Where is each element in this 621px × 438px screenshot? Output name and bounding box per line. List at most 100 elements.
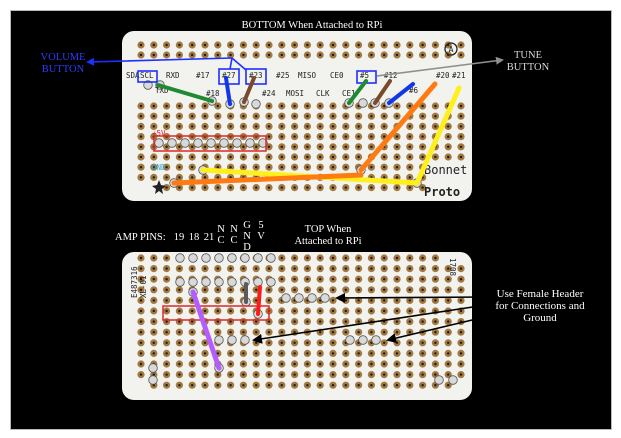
pad-hole (421, 43, 424, 47)
pad-hole (383, 186, 386, 189)
pad-hole (165, 267, 168, 270)
pad-hole (408, 125, 411, 128)
pad-hole (178, 104, 181, 108)
pad-hole (421, 288, 424, 291)
pad-hole (255, 341, 258, 344)
pad-hole (395, 362, 399, 366)
top-board-pcb (122, 252, 472, 400)
pad-hole (383, 115, 386, 118)
pad-hole (357, 155, 360, 159)
pad-hole (408, 320, 411, 323)
pad-hole (203, 125, 207, 128)
pad-hole (191, 186, 194, 189)
pad-hole (178, 362, 181, 366)
pad-hole (383, 384, 386, 387)
header-pad (167, 138, 177, 148)
pad-hole (255, 331, 258, 334)
pad-hole (139, 341, 143, 344)
pad-hole (242, 320, 245, 323)
pad-hole (434, 373, 437, 376)
amp-pin-gnd: G N D (243, 220, 251, 253)
pad-hole (165, 309, 168, 313)
pad-hole (280, 384, 283, 387)
green-wire-left (156, 83, 214, 103)
pad-hole (152, 104, 155, 108)
pad-hole (242, 155, 245, 159)
pad-hole (331, 115, 335, 118)
pad-hole (216, 166, 219, 169)
pad-hole (344, 309, 347, 313)
pad-hole (191, 299, 194, 302)
silk-p27: #27 (222, 71, 236, 80)
pad-hole (421, 362, 424, 366)
pad-hole (216, 176, 219, 179)
pad-hole (395, 288, 399, 291)
pad-hole (178, 288, 181, 291)
silk-clk: CLK (316, 89, 330, 98)
silk-p5: #5 (360, 71, 369, 80)
pad-hole (459, 115, 463, 118)
pad-hole (178, 309, 181, 313)
top-board: E487316 XL-01 1708 (122, 252, 472, 400)
pad-hole (408, 166, 411, 169)
pad-hole (216, 186, 219, 189)
pad-hole (459, 43, 463, 47)
pad-hole (229, 299, 232, 302)
pad-hole (319, 373, 322, 376)
pad-hole (383, 309, 386, 313)
pad-hole (229, 155, 232, 159)
pad-hole (203, 43, 207, 47)
pad-hole (357, 135, 360, 138)
pad-hole (216, 115, 219, 118)
pad-hole (255, 145, 258, 148)
p27-highlight-box (218, 68, 240, 85)
pad-hole (306, 352, 309, 355)
pad-hole (434, 288, 437, 291)
header-pad (358, 98, 368, 108)
pad-hole (191, 166, 194, 169)
pad-hole (152, 288, 155, 291)
pad-hole (152, 278, 155, 281)
pad-hole (216, 331, 219, 334)
silk-gnd: GND (152, 163, 166, 172)
pad-hole (152, 267, 155, 270)
pad-hole (293, 115, 296, 118)
pad-hole (280, 125, 283, 128)
pad-hole (216, 352, 219, 355)
pad-hole (152, 256, 155, 260)
pad-hole (383, 104, 386, 108)
pad-hole (421, 53, 424, 57)
pad-hole (447, 320, 450, 323)
pad-hole (395, 384, 399, 387)
pad-hole (165, 331, 168, 334)
pad-hole (459, 155, 463, 159)
pad-hole (383, 155, 386, 159)
pad-hole (267, 352, 271, 355)
pad-hole (447, 362, 450, 366)
pad-hole (178, 341, 181, 344)
pad-hole (383, 125, 386, 128)
pad-hole (165, 155, 168, 159)
pad-hole (319, 155, 322, 159)
pad-hole (242, 373, 245, 376)
pad-hole (139, 145, 143, 148)
pad-hole (165, 320, 168, 323)
pad-hole (459, 278, 463, 281)
pad-hole (152, 341, 155, 344)
pad-hole (447, 145, 450, 148)
pad-hole (395, 155, 399, 159)
pad-hole (293, 104, 296, 108)
pad-hole (331, 288, 335, 291)
pad-hole (293, 125, 296, 128)
pad-hole (267, 186, 271, 189)
pad-hole (280, 362, 283, 366)
pad-hole (319, 331, 322, 334)
silk-date-code: 1708 (448, 258, 457, 277)
pad-hole (306, 278, 309, 281)
silk-ce0: CE0 (330, 71, 344, 80)
pad-hole (293, 362, 296, 366)
pad-hole (229, 352, 232, 355)
pad-hole (331, 384, 335, 387)
silk-miso: MISO (298, 71, 317, 80)
pad-hole (255, 352, 258, 355)
